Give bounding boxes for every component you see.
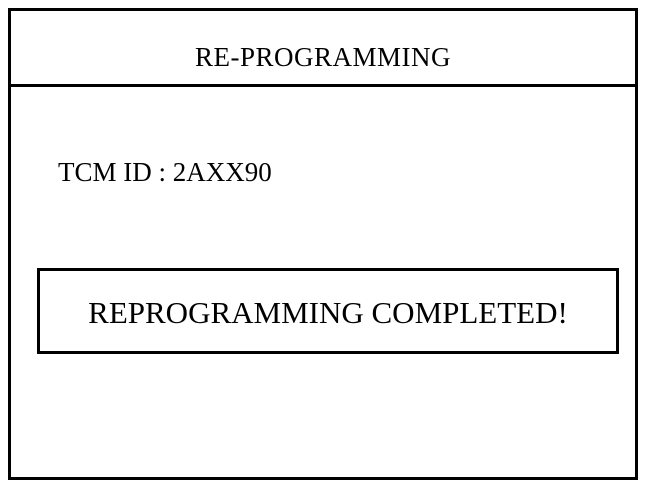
reprogramming-screen: RE-PROGRAMMING TCM ID : 2AXX90 REPROGRAM…	[8, 8, 638, 480]
tcm-id-text: TCM ID : 2AXX90	[58, 157, 272, 187]
status-message: REPROGRAMMING COMPLETED!	[88, 295, 568, 330]
screen-title: RE-PROGRAMMING	[194, 42, 452, 72]
status-message-box: REPROGRAMMING COMPLETED!	[37, 268, 619, 354]
title-bar: RE-PROGRAMMING	[11, 11, 635, 87]
